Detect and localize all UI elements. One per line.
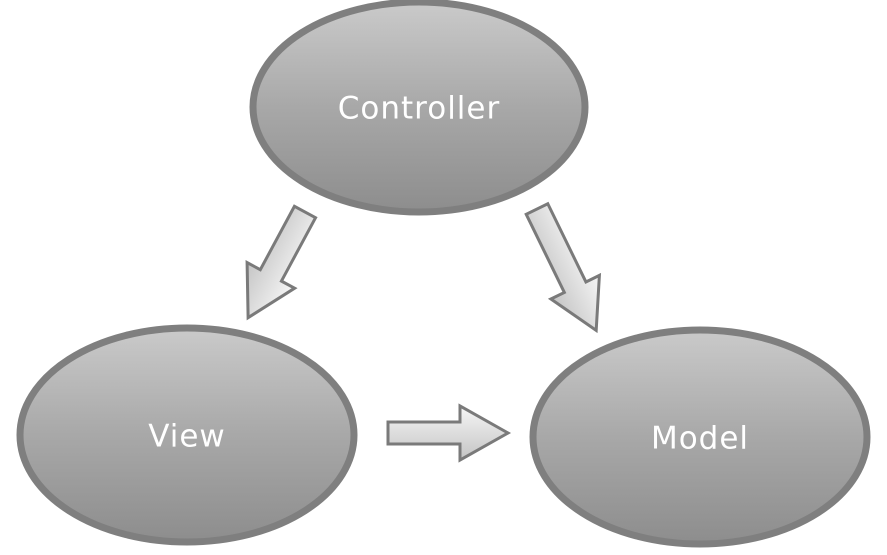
- model-label: Model: [651, 421, 749, 457]
- view-node: View: [16, 324, 358, 546]
- model-ellipse: [529, 326, 871, 548]
- arrow-down-right-icon: [524, 201, 602, 334]
- arrow-down-left-icon: [245, 204, 318, 321]
- arrow-controller-to-model: [524, 201, 602, 334]
- view-ellipse: [16, 324, 358, 546]
- controller-label: Controller: [338, 91, 501, 127]
- controller-ellipse: [249, 0, 589, 216]
- model-node: Model: [529, 326, 871, 548]
- arrow-view-to-model: [386, 403, 512, 463]
- view-label: View: [148, 419, 226, 455]
- controller-node: Controller: [249, 0, 589, 216]
- arrow-right-icon: [386, 403, 512, 463]
- arrow-controller-to-view: [245, 204, 318, 321]
